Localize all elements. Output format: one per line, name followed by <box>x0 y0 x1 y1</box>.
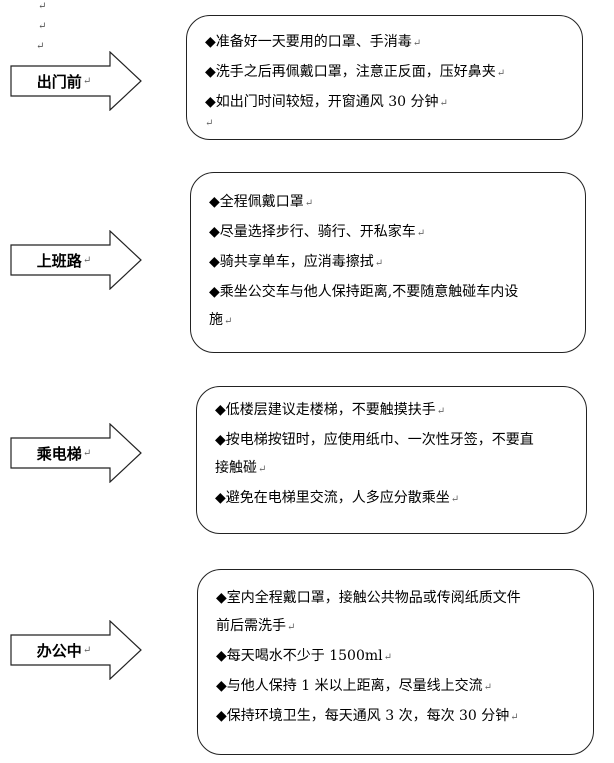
list-item: ◆全程佩戴口罩↵ <box>209 194 314 210</box>
list-item: ◆尽量选择步行、骑行、开私家车↵ <box>209 224 426 240</box>
arrow-shape-elevator: 乘电梯↵ <box>10 423 142 483</box>
section-label: 办公中↵ <box>36 641 92 660</box>
section-label: 上班路↵ <box>36 251 92 270</box>
arrow-shape-at-office: 办公中↵ <box>10 620 142 680</box>
list-item: ◆按电梯按钮时，应使用纸巾、一次性牙签，不要直 <box>215 432 534 448</box>
arrow-shape-commute: 上班路↵ <box>10 230 142 290</box>
list-item: ◆乘坐公交车与他人保持距离,不要随意触碰车内设 <box>209 284 519 300</box>
paragraph-mark: ↵ <box>205 118 214 129</box>
box-elevator: ◆低楼层建议走楼梯，不要触摸扶手↵ ◆按电梯按钮时，应使用纸巾、一次性牙签，不要… <box>196 386 587 534</box>
paragraph-mark: ↵ <box>38 1 47 12</box>
paragraph-mark: ↵ <box>36 41 45 52</box>
list-item: ◆避免在电梯里交流，人多应分散乘坐↵ <box>215 490 460 506</box>
list-item: ◆洗手之后再佩戴口罩，注意正反面，压好鼻夹↵ <box>205 64 506 80</box>
list-item: 前后需洗手↵ <box>216 618 296 634</box>
box-commute: ◆全程佩戴口罩↵ ◆尽量选择步行、骑行、开私家车↵ ◆骑共享单车，应消毒擦拭↵ … <box>190 172 586 353</box>
list-item: 施↵ <box>209 312 233 328</box>
list-item: ◆准备好一天要用的口罩、手消毒↵ <box>205 34 422 50</box>
list-item: 接触碰↵ <box>215 460 267 476</box>
paragraph-mark: ↵ <box>38 21 47 32</box>
list-item: ◆每天喝水不少于 1500ml↵ <box>216 648 392 664</box>
list-item: ◆与他人保持 1 米以上距离，尽量线上交流↵ <box>216 678 492 694</box>
list-item: ◆低楼层建议走楼梯，不要触摸扶手↵ <box>215 402 446 418</box>
list-item: ◆骑共享单车，应消毒擦拭↵ <box>209 254 384 270</box>
section-label: 出门前↵ <box>36 72 92 91</box>
section-label: 乘电梯↵ <box>36 444 92 463</box>
box-at-office: ◆室内全程戴口罩，接触公共物品或传阅纸质文件 前后需洗手↵ ◆每天喝水不少于 1… <box>197 569 594 755</box>
arrow-shape-before-going-out: 出门前↵ <box>10 51 142 111</box>
list-item: ◆室内全程戴口罩，接触公共物品或传阅纸质文件 <box>216 590 521 606</box>
list-item: ◆如出门时间较短，开窗通风 30 分钟↵ <box>205 94 448 110</box>
list-item: ◆保持环境卫生，每天通风 3 次，每次 30 分钟↵ <box>216 708 519 724</box>
box-before-going-out: ◆准备好一天要用的口罩、手消毒↵ ◆洗手之后再佩戴口罩，注意正反面，压好鼻夹↵ … <box>186 15 583 140</box>
